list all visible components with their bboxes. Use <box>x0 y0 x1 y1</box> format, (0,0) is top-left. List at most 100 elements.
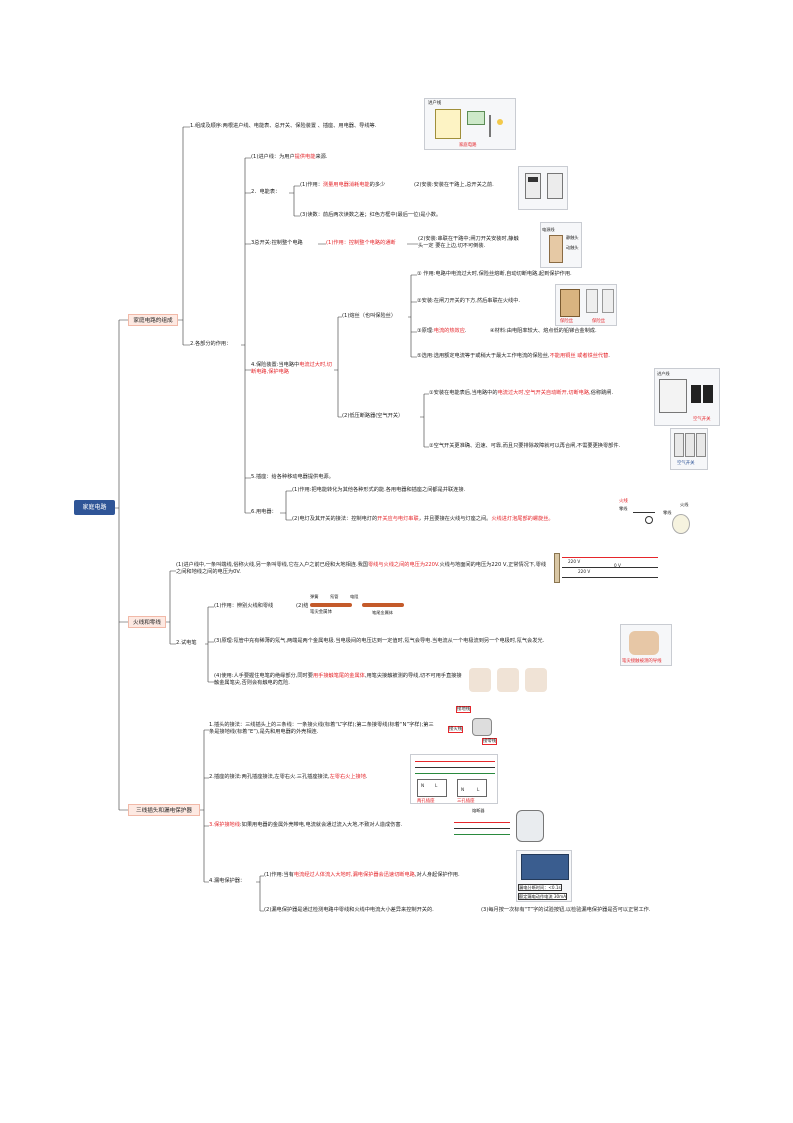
plug-caption-ground: 接地线 <box>456 706 472 713</box>
voltage-pole <box>554 553 560 583</box>
house-wire <box>489 115 491 137</box>
rcd-caption-current: 额定漏电动作电流 30mA <box>518 893 568 900</box>
switch-caption-static: 静触头 <box>566 235 579 240</box>
socket-label-l2: L <box>477 787 480 792</box>
bulb-caption-live: 火线 <box>680 502 689 507</box>
switch-caption-power: 电源线 <box>542 227 555 232</box>
bulb-photo: 火线 零线 <box>662 500 696 538</box>
meter-reading: (3)读数：前后两次读数之差；红色方框中(最后一位)是小数。 <box>300 212 442 218</box>
pen-usage-1 <box>469 668 491 692</box>
rcd-label: 4.漏电保护器： <box>209 878 246 884</box>
meter-body-right <box>547 173 563 199</box>
neutral-wire <box>562 567 658 568</box>
breaker-meter-caption-2: 空气开关 <box>693 417 711 422</box>
fuse-caption-1: 保险丝 <box>560 319 574 324</box>
branch-plug-rcd: 三线插头和漏电保护器 <box>128 804 200 816</box>
pen-body-1 <box>310 603 352 607</box>
fuse-install: ②安装:在闸刀开关的下方,然后串联在火线中. <box>417 298 521 304</box>
branch-circuit-composition: 家庭电路的组成 <box>128 314 178 326</box>
two-hole-socket <box>417 779 447 797</box>
voltage-diagram: 220 V 220 V 0 V <box>552 551 660 585</box>
socket-ground-line <box>415 773 495 774</box>
breaker-meter-switch-2 <box>703 385 713 403</box>
socket-label-l1: L <box>435 783 438 788</box>
lamp-wire <box>633 512 655 513</box>
socket-neutral-line <box>415 767 495 768</box>
breaker-install: ①安装在电能表后,当电路中的电流过大时,空气开关自动断开,切断电路,俗称跳闸. <box>429 390 614 396</box>
lamp-symbol <box>645 516 653 524</box>
test-pen-label: 2.试电笔 <box>176 640 197 646</box>
test-pen-structure-diagram: 弹簧 氖管 电阻 笔尖金属体 笔尾金属体 <box>308 592 418 622</box>
meter-label: 2．电能表： <box>251 189 281 195</box>
socket-label-n2: N <box>461 787 465 792</box>
plug-wiring: 1.插头的接法：三线插头上的三条线：一条接火线(标着“L”字样);第二条接零线(… <box>209 722 434 735</box>
service-line: (1)进户线：为用户提供电能来源. <box>251 154 328 160</box>
meter-display <box>528 177 538 182</box>
fuse-label: (1)熔丝（也叫保险丝） <box>342 313 397 319</box>
breaker-label: (2)低压断路器(空气开关） <box>342 413 404 419</box>
socket-function: 5.插座：给各种移动电器提供电源。 <box>251 474 334 480</box>
fuse-box-3 <box>602 289 614 313</box>
lamp-caption-live: 火线 <box>619 499 628 504</box>
bulb-caption-neutral: 零线 <box>663 510 672 515</box>
appliance-label: 6.用电器： <box>251 509 277 515</box>
root-node: 家庭电路 <box>74 500 115 515</box>
breaker-advantage: ②空气开关更准确、迅速、可靠,而且只要排除故障就可以再合闸,不需要更换零部件. <box>429 443 621 449</box>
rcd-caption-time: 漏电分断时间：<0.1s <box>518 884 562 891</box>
socket-caption-two: 两孔插座 <box>417 799 435 804</box>
pen-caption-tip: 笔尖金属体 <box>310 610 332 615</box>
kettle-neutral-line <box>454 828 510 829</box>
breaker-pole-2 <box>685 433 695 457</box>
plug-caption-live: 接火线 <box>448 726 464 733</box>
pen-label-resistor: 电阻 <box>350 594 359 599</box>
fuse-photo: 保险丝 保险丝 <box>555 284 617 326</box>
meter-install: (2)安装:安装在干路上,总开关之前. <box>414 182 494 188</box>
breaker-photo: 空气开关 <box>670 428 708 470</box>
voltage-label-1: 220 V <box>568 559 581 564</box>
breaker-meter-caption-1: 进户线 <box>657 371 670 376</box>
parts-functions: 2.各部分的作用： <box>190 341 232 347</box>
three-hole-socket <box>457 779 487 797</box>
main-switch-install: (2)安装:串联在干路中;闸刀开关安装时,静触头一定 要在上边,切不可倒装. <box>418 236 519 249</box>
pen-photo-caption: 笔尖接触被测的导线 <box>622 659 662 664</box>
pen-body-2 <box>362 603 404 607</box>
knife-switch-photo: 电源线 静触头 动触头 <box>540 222 582 268</box>
fuse-box-2 <box>586 289 598 313</box>
rcd-body <box>521 854 569 880</box>
rcd-test: (3)每月按一次标有“T”字的试验按钮,以检验漏电保护器是否可以正常工作. <box>481 907 651 913</box>
plug-caption-neutral: 接零线 <box>482 738 498 745</box>
ground-wire-line <box>562 577 658 578</box>
bulb-glass <box>672 514 690 534</box>
socket-label-n1: N <box>421 783 425 788</box>
kettle-ground-line <box>454 834 510 835</box>
fuse-caption-2: 保险丝 <box>592 319 606 324</box>
service-lines-voltage: (1)进户线中,一条叫端线,俗称火线,另一条叫零线,它在入户之前已经和大地相连.… <box>176 562 547 575</box>
pen-usage-2 <box>497 668 519 692</box>
main-switch-function: (1)作用：控制整个电路的通断 <box>326 240 396 246</box>
pen-label-neon: 氖管 <box>330 594 339 599</box>
kettle-fuse-label: 熔断器 <box>472 808 485 813</box>
socket-diagram: N L N L 两孔插座 三孔插座 <box>410 754 498 804</box>
rcd-function: (1)作用:当有电流经过人体流入大地时,漏电保护器会迅速切断电路,对人身起保护作… <box>264 872 460 878</box>
house-switch-box <box>467 111 485 125</box>
breaker-meter-body <box>659 379 687 413</box>
voltage-label-2: 220 V <box>578 569 591 574</box>
socket-caption-three: 三孔插座 <box>457 799 475 804</box>
kettle-ground-diagram: 熔断器 <box>452 806 552 846</box>
breaker-pole-3 <box>696 433 706 457</box>
house-circuit-diagram: 进户线 家庭电路 <box>424 98 516 150</box>
ground-wire: 3.保护接地线:如果用电器的金属外壳带电,电流就会通过流入大地,不致对人造成伤害… <box>209 822 403 828</box>
kettle-body <box>516 810 544 842</box>
switch-base <box>549 235 563 263</box>
test-pen-function: (1)作用：辨别火线和零线 <box>214 603 274 609</box>
rcd-photo: 漏电分断时间：<0.1s 额定漏电动作电流 30mA <box>516 850 572 902</box>
plug-photo: 接地线 接火线 接零线 <box>446 704 516 750</box>
main-switch-label: 3总开关:控制整个电路 <box>251 240 303 246</box>
voltage-label-3: 0 V <box>614 563 621 568</box>
kettle-live-line <box>454 822 510 823</box>
fuse-principle: ③原理:电流的热效应. <box>417 328 467 334</box>
breaker-meter-switch-1 <box>691 385 701 403</box>
fuse-material: ④材料:由电阻率较大、熔点低的铅锑合金制成. <box>490 328 597 334</box>
rcd-principle: (2)漏电保护器是通过检测电路中零线和火线中电流大小差异来控制开关的. <box>264 907 434 913</box>
